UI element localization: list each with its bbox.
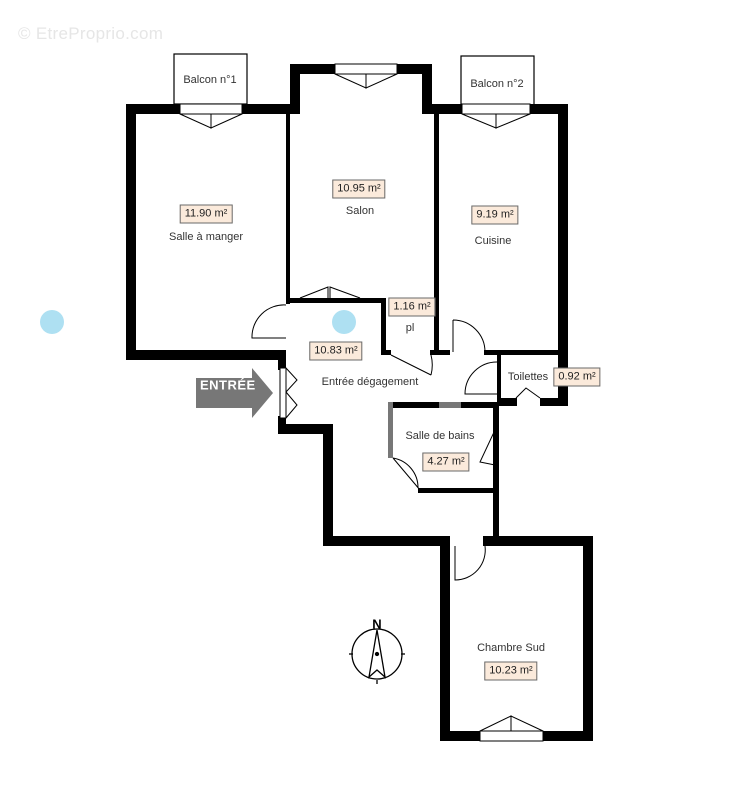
room-label-balcon-2: Balcon n°2 bbox=[470, 78, 524, 90]
area-badge-toilettes: 0.92 m² bbox=[553, 367, 601, 387]
area-badge-chambre-sud: 10.23 m² bbox=[484, 661, 538, 681]
room-label-salle-de-bains: Salle de bains bbox=[405, 430, 475, 442]
area-badge-salon: 10.95 m² bbox=[332, 179, 386, 199]
room-label-entree-degagement: Entrée dégagement bbox=[321, 376, 419, 388]
windows bbox=[179, 63, 544, 742]
room-label-balcon-1: Balcon n°1 bbox=[183, 74, 237, 86]
walls bbox=[126, 64, 593, 741]
entrance-label: ENTRÉE bbox=[200, 377, 256, 393]
room-label-cuisine: Cuisine bbox=[474, 235, 512, 247]
entrance-arrow bbox=[196, 368, 273, 418]
room-label-salle-a-manger: Salle à manger bbox=[169, 231, 243, 243]
room-label-toilettes: Toilettes bbox=[507, 371, 549, 383]
area-badge-placard: 1.16 m² bbox=[388, 297, 436, 317]
room-label-placard: pl bbox=[405, 322, 415, 334]
area-badge-entree-degagement: 10.83 m² bbox=[309, 341, 363, 361]
marker-dot bbox=[40, 310, 64, 334]
door-swings bbox=[251, 304, 541, 581]
area-badge-cuisine: 9.19 m² bbox=[471, 205, 519, 225]
room-label-salon: Salon bbox=[345, 205, 375, 217]
watermark: © EtreProprio.com bbox=[18, 24, 164, 43]
area-badge-salle-a-manger: 11.90 m² bbox=[179, 204, 233, 224]
area-badge-salle-de-bains: 4.27 m² bbox=[422, 452, 470, 472]
compass bbox=[349, 628, 405, 684]
room-label-chambre-sud: Chambre Sud bbox=[477, 642, 545, 654]
marker-dot bbox=[332, 310, 356, 334]
compass-north-label: N bbox=[372, 616, 382, 632]
bath-vent bbox=[439, 402, 461, 408]
balcony-1-outline bbox=[173, 53, 248, 105]
bath-grey-wall bbox=[388, 402, 393, 458]
